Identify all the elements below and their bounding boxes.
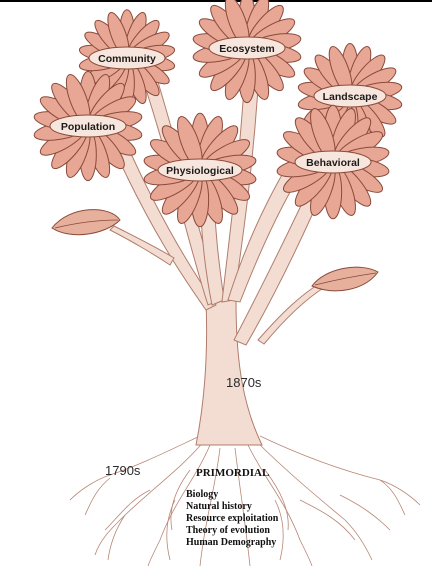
year-label-roots: 1790s — [105, 463, 141, 478]
roots-item-natural-history: Natural history — [186, 501, 252, 512]
flower-label-physiological: Physiological — [166, 165, 234, 177]
roots-item-human-demography: Human Demography — [186, 537, 276, 548]
flower-label-behavioral: Behavioral — [306, 157, 360, 169]
roots-text-block: PRIMORDIAL Biology Natural history Resou… — [186, 467, 279, 548]
leaf-right — [312, 267, 378, 291]
roots-title: PRIMORDIAL — [196, 467, 269, 479]
roots-item-biology: Biology — [186, 489, 218, 500]
roots-item-resource-exploitation: Resource exploitation — [186, 513, 279, 524]
roots-item-theory-of-evolution: Theory of evolution — [186, 525, 270, 536]
flower-ecosystem: Ecosystem — [192, 0, 302, 103]
flower-label-population: Population — [61, 121, 115, 133]
flower-label-landscape: Landscape — [323, 91, 378, 103]
flowers: Community Ecosystem Landscape Population… — [33, 0, 403, 227]
year-label-trunk: 1870s — [226, 375, 262, 390]
flower-label-ecosystem: Ecosystem — [219, 43, 274, 55]
flower-label-community: Community — [98, 53, 156, 65]
